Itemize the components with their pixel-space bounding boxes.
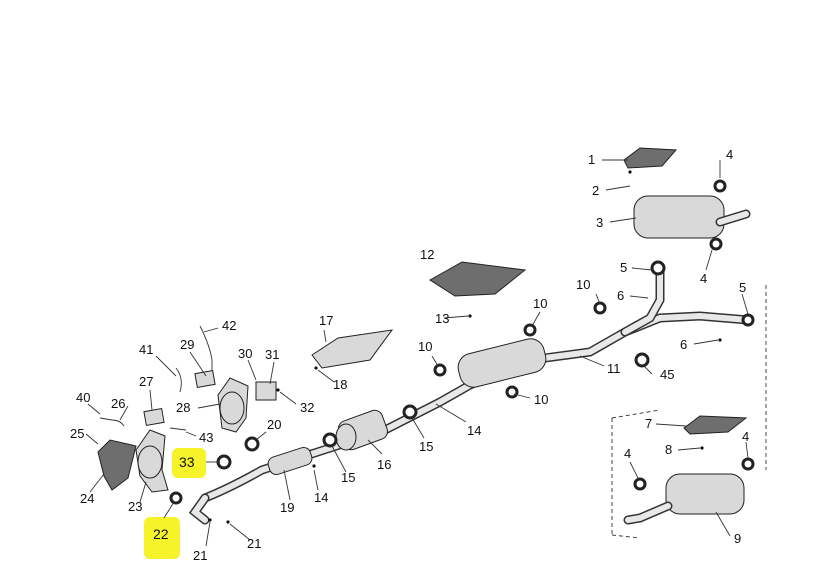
heat-shield-12 xyxy=(429,261,527,297)
pipe-resonator-19 xyxy=(267,446,313,476)
callout-11: 11 xyxy=(607,361,621,376)
callout-23: 23 xyxy=(128,499,143,514)
callout-7: 7 xyxy=(645,416,653,431)
callout-16: 16 xyxy=(377,457,392,472)
callout-9: 9 xyxy=(734,531,742,546)
ring-10b xyxy=(523,323,537,337)
callout-12: 12 xyxy=(420,247,435,262)
ring-45 xyxy=(634,352,650,368)
center-muffler-11 xyxy=(457,338,547,388)
callout-43: 43 xyxy=(199,430,214,445)
callout-2: 2 xyxy=(592,183,600,198)
leader-lines xyxy=(85,159,749,547)
ring-5a xyxy=(650,260,666,276)
ring-22 xyxy=(169,491,183,505)
ring-20 xyxy=(244,436,260,452)
callout-17: 17 xyxy=(319,313,334,328)
callout-40: 40 xyxy=(76,390,91,405)
callout-4a: 4 xyxy=(726,147,734,162)
callout-45: 45 xyxy=(660,367,675,382)
ring-5b xyxy=(741,313,755,327)
heat-shield-24 xyxy=(97,439,137,491)
ring-4b xyxy=(709,237,723,251)
ring-4a xyxy=(713,179,727,193)
callout-14a: 14 xyxy=(467,423,482,438)
catalytic-converter-16 xyxy=(335,409,388,451)
callout-10a: 10 xyxy=(576,277,591,292)
callout-6b: 6 xyxy=(680,337,688,352)
callout-22: 22 xyxy=(153,526,169,542)
callout-27: 27 xyxy=(139,374,154,389)
heat-shield-7 xyxy=(683,415,748,435)
callout-4b: 4 xyxy=(700,271,708,286)
callout-15a: 15 xyxy=(419,439,434,454)
ring-10c xyxy=(433,363,447,377)
callout-31: 31 xyxy=(265,347,280,362)
heat-shield-1 xyxy=(623,147,678,169)
callout-21a: 21 xyxy=(193,548,208,563)
callout-30: 30 xyxy=(238,346,253,361)
ring-4c xyxy=(633,477,647,491)
callout-5b: 5 xyxy=(739,280,747,295)
callout-15b: 15 xyxy=(341,470,356,485)
callout-5a: 5 xyxy=(620,260,628,275)
callout-10d: 10 xyxy=(534,392,549,407)
callout-26: 26 xyxy=(111,396,126,411)
callout-33: 33 xyxy=(179,454,195,470)
callout-25: 25 xyxy=(70,426,85,441)
highlight-22 xyxy=(144,517,180,559)
callout-13: 13 xyxy=(435,311,450,326)
front-converter-23 xyxy=(135,429,169,493)
callout-10b: 10 xyxy=(533,296,548,311)
callout-24: 24 xyxy=(80,491,95,506)
callout-6a: 6 xyxy=(617,288,625,303)
callout-3: 3 xyxy=(596,215,604,230)
ring-15b xyxy=(322,432,338,448)
ring-10a xyxy=(593,301,607,315)
ring-10d xyxy=(505,385,519,399)
callout-41: 41 xyxy=(139,342,154,357)
callout-4d: 4 xyxy=(742,429,750,444)
callout-28: 28 xyxy=(176,400,191,415)
callout-14b: 14 xyxy=(314,490,329,505)
rear-muffler-3 xyxy=(633,195,751,239)
callout-32: 32 xyxy=(300,400,315,415)
callout-42: 42 xyxy=(222,318,237,333)
rear-muffler-9 xyxy=(623,473,745,525)
callout-4c: 4 xyxy=(624,446,632,461)
ring-15a xyxy=(402,404,418,420)
callout-20: 20 xyxy=(267,417,282,432)
callout-29: 29 xyxy=(180,337,195,352)
front-converter-28 xyxy=(217,377,249,433)
ring-4d xyxy=(741,457,755,471)
callout-10c: 10 xyxy=(418,339,433,354)
heat-shield-17 xyxy=(311,329,394,369)
highlight-33 xyxy=(172,448,206,478)
callout-18: 18 xyxy=(333,377,348,392)
callout-19: 19 xyxy=(280,500,295,515)
callout-1: 1 xyxy=(588,152,596,167)
callout-21b: 21 xyxy=(247,536,262,551)
callout-8: 8 xyxy=(665,442,673,457)
